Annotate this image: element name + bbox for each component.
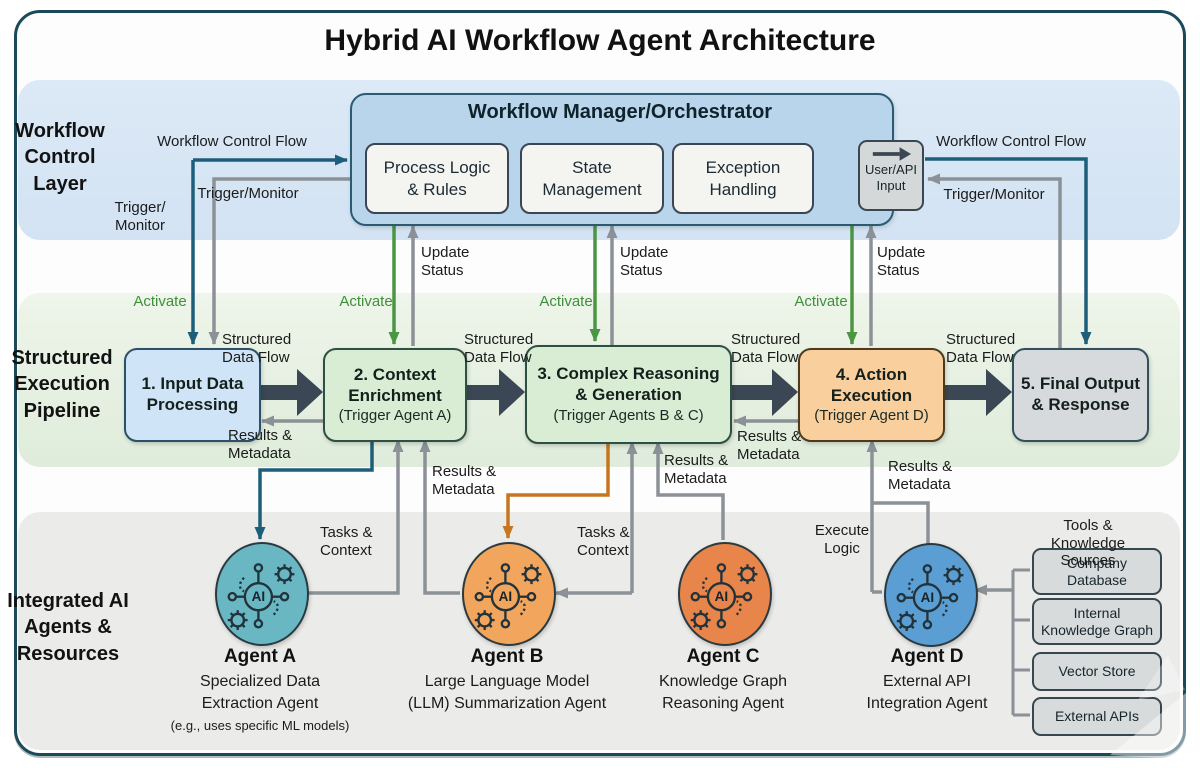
label-results-metadata-1: Results & Metadata xyxy=(228,427,293,462)
agent-b-icon: AI xyxy=(462,542,556,646)
agent-c-desc: Knowledge Graph Reasoning Agent xyxy=(658,673,788,713)
label-tasks-context-b: Tasks & Context xyxy=(577,524,630,559)
module-exception-handling: Exception Handling xyxy=(672,143,814,214)
workflow-manager-title: Workflow Manager/Orchestrator xyxy=(467,101,773,123)
svg-text:AI: AI xyxy=(499,589,513,604)
agent-d-name: Agent D xyxy=(890,646,964,667)
tools-knowledge-sources-title: Tools & Knowledge Sources xyxy=(1050,517,1126,570)
agent-a-icon: AI xyxy=(215,542,309,646)
label-trigger-monitor-left: Trigger/Monitor xyxy=(197,185,299,202)
workflow-control-flow-lines xyxy=(187,154,1092,540)
label-results-metadata-agent-c: Results & Metadata xyxy=(664,452,729,487)
layer-label-pipeline: Structured Execution Pipeline xyxy=(11,347,113,422)
agent-d-icon: AI xyxy=(884,543,978,647)
label-workflow-control-flow-right: Workflow Control Flow xyxy=(936,133,1086,150)
agent-a-desc: Specialized Data Extraction Agent xyxy=(199,673,321,713)
svg-text:AI: AI xyxy=(715,589,729,604)
svg-text:AI: AI xyxy=(921,590,935,605)
user-api-input-label: User/API Input xyxy=(864,162,917,194)
label-workflow-control-flow-left: Workflow Control Flow xyxy=(157,133,307,150)
label-activate-3: Activate xyxy=(539,293,593,310)
module-state-management: State Management xyxy=(520,143,664,214)
label-activate-4: Activate xyxy=(794,293,848,310)
activate-lines xyxy=(388,224,858,345)
pipeline-box-input-data: 1. Input Data Processing xyxy=(124,348,261,442)
pipeline-box-complex-reasoning: 3. Complex Reasoning & Generation (Trigg… xyxy=(525,345,732,444)
label-structured-data-flow-1: Structured Data Flow xyxy=(222,331,292,366)
label-results-metadata-agent-ab: Results & Metadata xyxy=(432,463,497,498)
trigger-monitor-results-lines xyxy=(208,173,1062,717)
page-title: Hybrid AI Workflow Agent Architecture xyxy=(324,24,876,57)
label-tasks-context-a: Tasks & Context xyxy=(320,524,373,559)
agent-b-name: Agent B xyxy=(470,646,544,667)
module-process-logic: Process Logic & Rules xyxy=(365,143,509,214)
label-results-metadata-agent-d: Results & Metadata xyxy=(888,458,953,493)
tool-external-apis: External APIs xyxy=(1032,697,1162,736)
structured-data-flow-arrows xyxy=(257,369,1012,416)
label-update-status-3: Update Status xyxy=(877,244,926,279)
layer-label-agents: Integrated AI Agents & Resources xyxy=(7,590,129,665)
agents-resources-band xyxy=(18,512,1180,750)
label-activate-2: Activate xyxy=(339,293,393,310)
agent-a-note: (e.g., uses specific ML models) xyxy=(170,718,350,733)
label-structured-data-flow-3: Structured Data Flow xyxy=(731,331,801,366)
agent-b-desc: Large Language Model (LLM) Summarization… xyxy=(407,673,607,713)
tool-vector-store: Vector Store xyxy=(1032,652,1162,691)
label-trigger-monitor-right: Trigger/Monitor xyxy=(943,186,1045,203)
user-api-input-box: User/API Input xyxy=(858,140,924,211)
arrow-right-icon xyxy=(872,147,912,161)
pipeline-box-final-output: 5. Final Output & Response xyxy=(1012,348,1149,442)
label-execute-logic: Execute Logic xyxy=(814,522,870,557)
tool-company-database: Company Database xyxy=(1032,548,1162,595)
layer-label-control: Workflow Control Layer xyxy=(15,120,105,195)
agent-c-name: Agent C xyxy=(686,646,760,667)
agent-c-icon: AI xyxy=(678,542,772,646)
label-activate-1: Activate xyxy=(133,293,187,310)
label-structured-data-flow-2: Structured Data Flow xyxy=(464,331,534,366)
svg-text:AI: AI xyxy=(252,589,266,604)
pipeline-box-action-execution: 4. Action Execution (Trigger Agent D) xyxy=(798,348,945,442)
tool-internal-knowledge-graph: Internal Knowledge Graph xyxy=(1032,598,1162,645)
label-update-status-2: Update Status xyxy=(620,244,669,279)
agent-d-desc: External API Integration Agent xyxy=(866,673,988,713)
label-trigger-monitor-stacked: Trigger/ Monitor xyxy=(114,199,166,234)
agent-a-name: Agent A xyxy=(223,646,297,667)
label-structured-data-flow-4: Structured Data Flow xyxy=(946,331,1016,366)
pipeline-box-context-enrichment: 2. Context Enrichment (Trigger Agent A) xyxy=(323,348,467,442)
tasks-context-line-agent-b xyxy=(502,440,610,539)
label-results-metadata-2: Results & Metadata xyxy=(737,428,802,463)
label-update-status-1: Update Status xyxy=(421,244,470,279)
